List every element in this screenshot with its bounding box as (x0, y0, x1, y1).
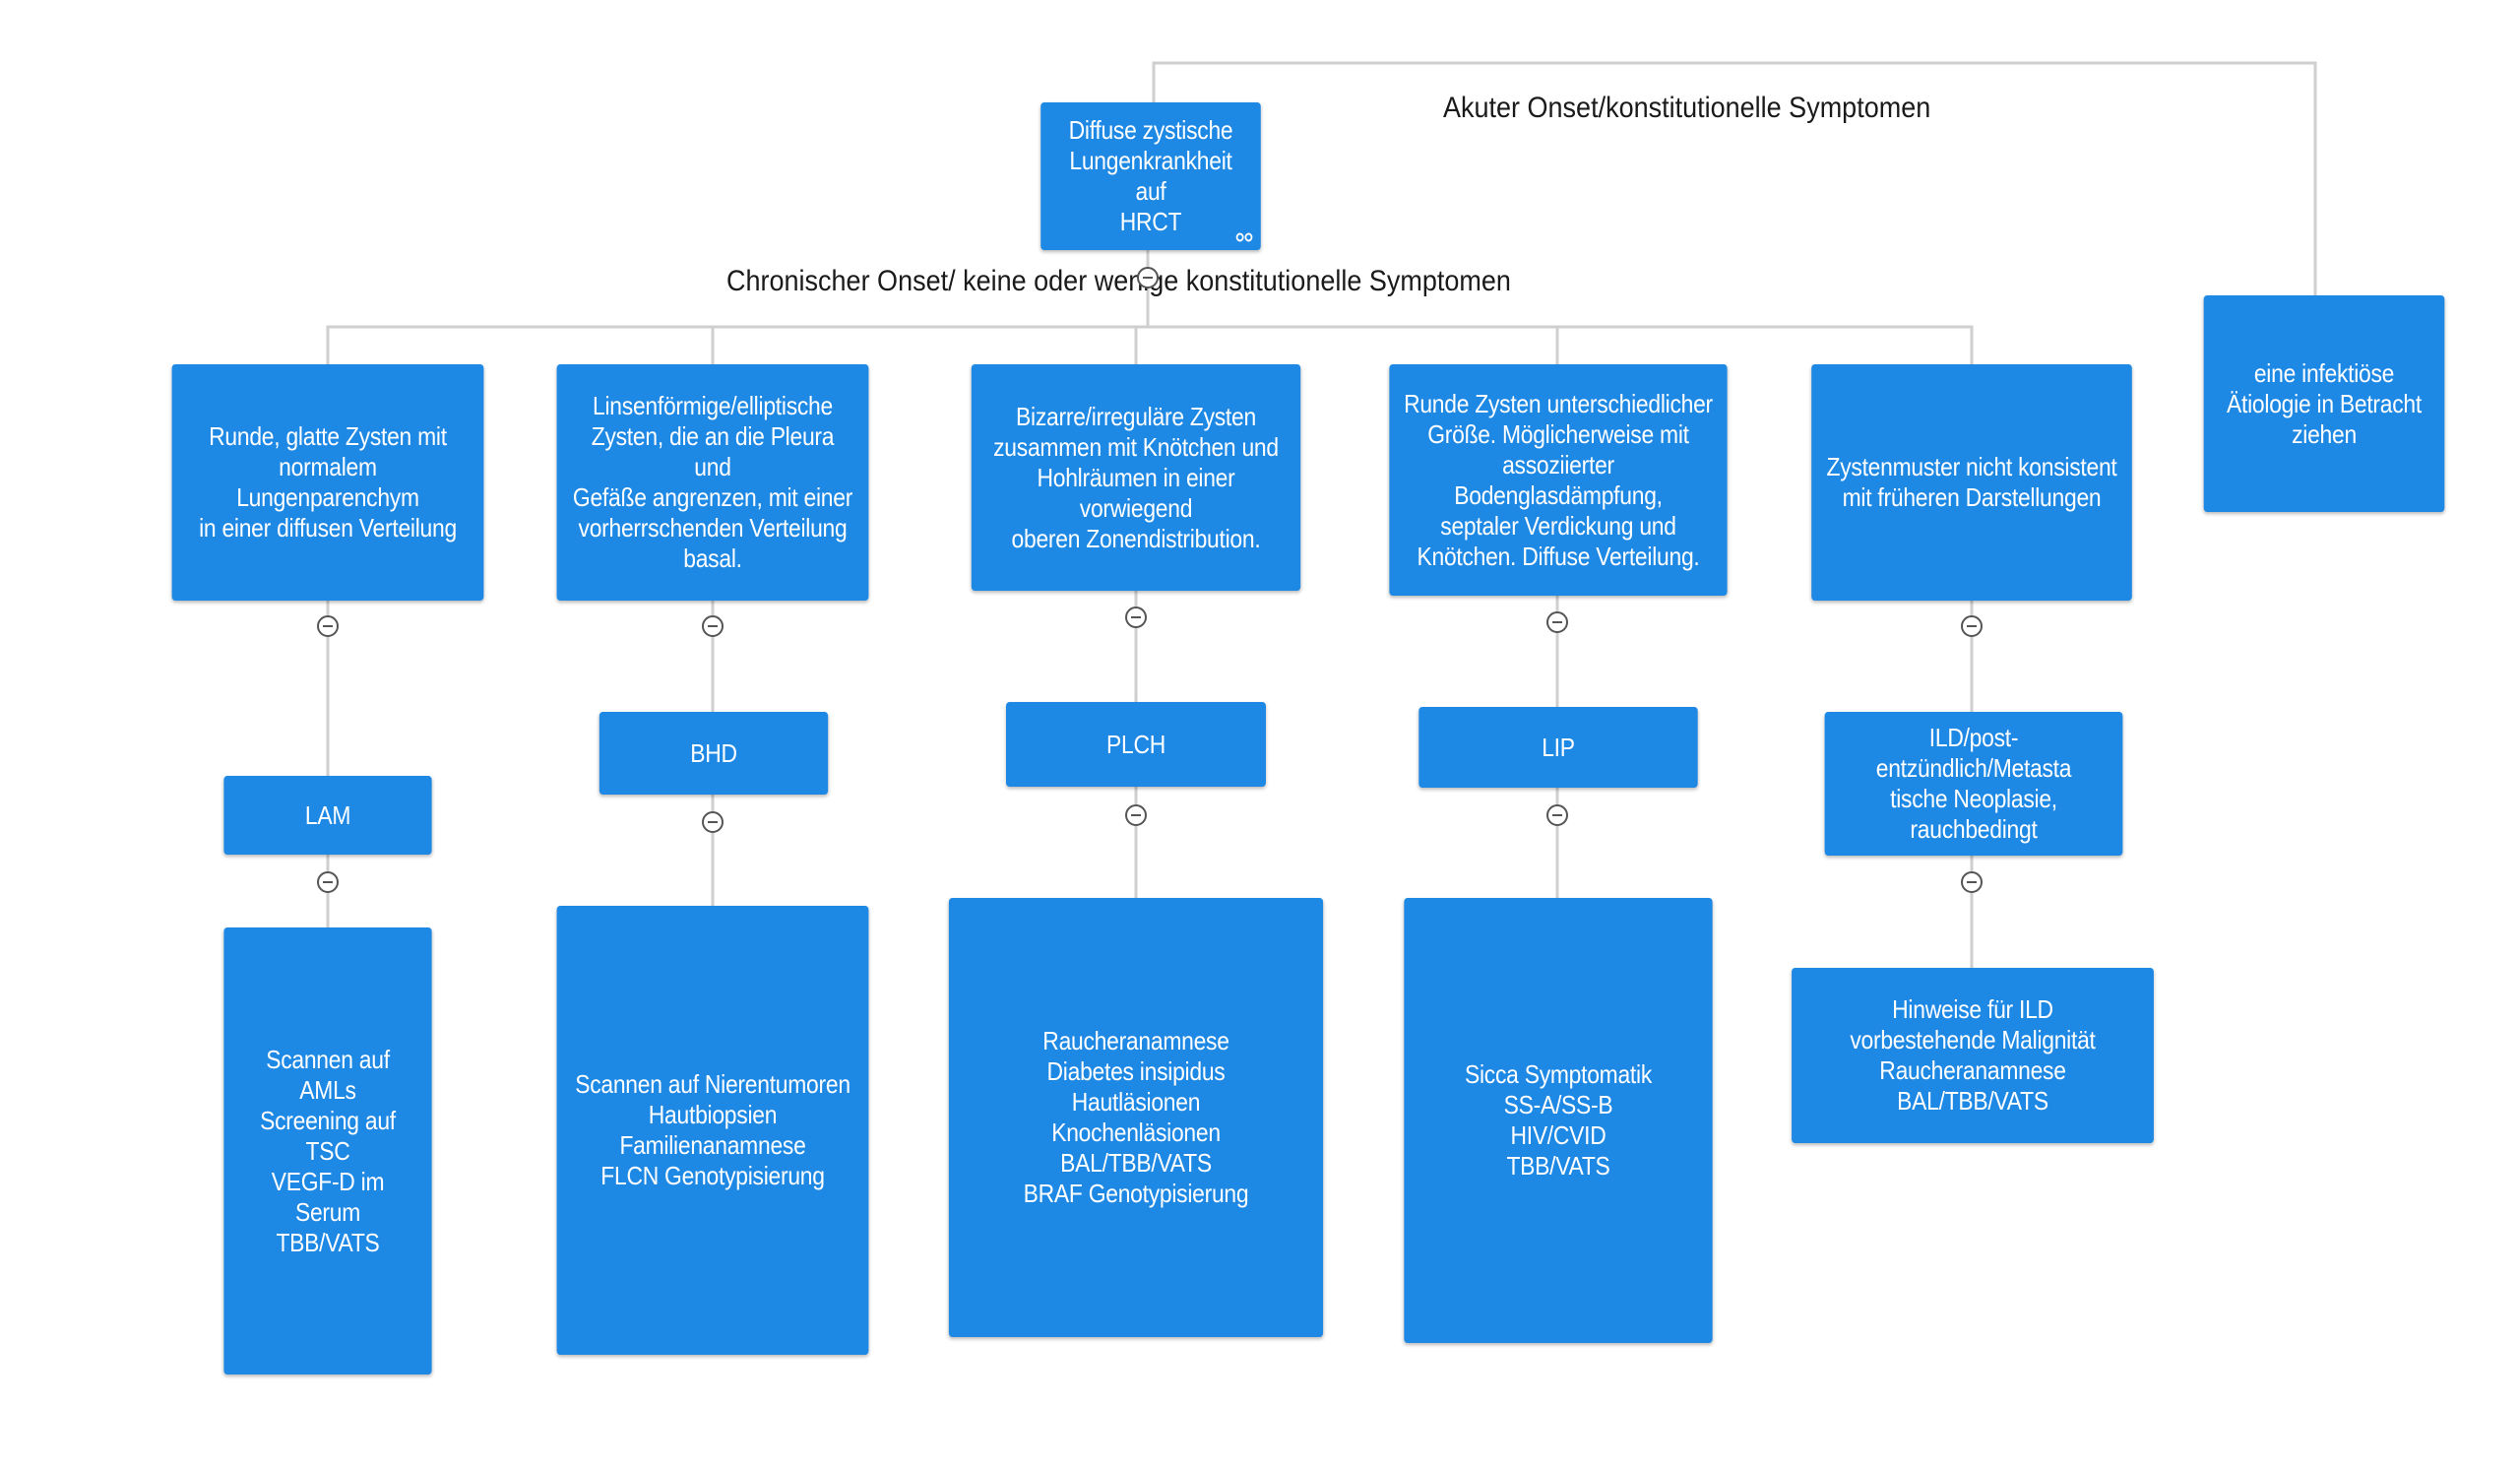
diagnosis-label-lip: LIP (1542, 732, 1575, 762)
pattern-node-5[interactable]: Zystenmuster nicht konsistent mit früher… (1811, 364, 2132, 601)
collapse-toggle-ild[interactable] (1961, 871, 1983, 893)
collapse-toggle-plch[interactable] (1125, 804, 1147, 826)
workup-node-bhd[interactable]: Scannen auf Nierentumoren Hautbiopsien F… (556, 906, 869, 1355)
pattern-label-1: Runde, glatte Zysten mit normalem Lungen… (199, 421, 457, 543)
collapse-toggle-pattern-1[interactable] (317, 615, 339, 637)
diagnosis-label-lam: LAM (304, 799, 351, 830)
workup-label-lam: Scannen auf AMLs Screening auf TSC VEGF-… (260, 1044, 396, 1257)
diagnosis-node-bhd[interactable]: BHD (598, 712, 829, 795)
collapse-toggle-lip[interactable] (1546, 804, 1568, 826)
workup-node-lip[interactable]: Sicca Symptomatik SS-A/SS-B HIV/CVID TBB… (1404, 898, 1713, 1343)
collapse-toggle-root[interactable] (1137, 267, 1159, 288)
diagnosis-label-bhd: BHD (690, 737, 737, 768)
acute-infection-node[interactable]: eine infektiöse Ätiologie in Betracht zi… (2203, 295, 2445, 512)
collapse-toggle-pattern-2[interactable] (702, 615, 724, 637)
pattern-label-5: Zystenmuster nicht konsistent mit früher… (1826, 452, 2117, 512)
collapse-toggle-pattern-4[interactable] (1546, 611, 1568, 633)
pattern-node-2[interactable]: Linsenförmige/elliptische Zysten, die an… (556, 364, 869, 601)
diagnosis-node-ild[interactable]: ILD/post-entzündlich/Metasta tische Neop… (1824, 712, 2123, 856)
root-node-label: Diffuse zystische Lungenkrankheit auf HR… (1068, 115, 1233, 236)
diagnosis-node-lam[interactable]: LAM (223, 776, 432, 855)
collapse-toggle-pattern-3[interactable] (1125, 607, 1147, 628)
pattern-label-2: Linsenförmige/elliptische Zysten, die an… (572, 391, 853, 573)
workup-node-ild[interactable]: Hinweise für ILD vorbestehende Malignitä… (1792, 968, 2154, 1143)
workup-label-bhd: Scannen auf Nierentumoren Hautbiopsien F… (575, 1069, 850, 1190)
pattern-node-4[interactable]: Runde Zysten unterschiedlicher Größe. Mö… (1389, 364, 1728, 596)
workup-label-ild: Hinweise für ILD vorbestehende Malignitä… (1850, 994, 2096, 1116)
root-node[interactable]: Diffuse zystische Lungenkrankheit auf HR… (1040, 102, 1261, 250)
workup-label-plch: Raucheranamnese Diabetes insipidus Hautl… (1023, 1026, 1249, 1208)
workup-label-lip: Sicca Symptomatik SS-A/SS-B HIV/CVID TBB… (1464, 1059, 1653, 1181)
diagnosis-label-plch: PLCH (1106, 729, 1166, 759)
pattern-label-4: Runde Zysten unterschiedlicher Größe. Mö… (1404, 388, 1713, 571)
workup-node-lam[interactable]: Scannen auf AMLs Screening auf TSC VEGF-… (223, 927, 432, 1374)
collapse-toggle-bhd[interactable] (702, 811, 724, 833)
connector-chronic-bus (326, 325, 1974, 364)
diagnosis-label-ild: ILD/post-entzündlich/Metasta tische Neop… (1875, 723, 2072, 844)
link-icon (1235, 232, 1253, 242)
pattern-label-3: Bizarre/irreguläre Zysten zusammen mit K… (993, 401, 1279, 553)
collapse-toggle-lam[interactable] (317, 871, 339, 893)
connector-root-acute (1152, 61, 2317, 295)
edge-label-chronic: Chronischer Onset/ keine oder wenige kon… (726, 265, 1511, 297)
collapse-toggle-pattern-5[interactable] (1961, 615, 1983, 637)
workup-node-plch[interactable]: Raucheranamnese Diabetes insipidus Hautl… (948, 898, 1324, 1337)
diagnosis-node-lip[interactable]: LIP (1418, 707, 1698, 788)
pattern-node-1[interactable]: Runde, glatte Zysten mit normalem Lungen… (171, 364, 484, 601)
pattern-node-3[interactable]: Bizarre/irreguläre Zysten zusammen mit K… (971, 364, 1301, 591)
acute-infection-label: eine infektiöse Ätiologie in Betracht zi… (2227, 357, 2422, 449)
edge-label-acute: Akuter Onset/konstitutionelle Symptomen (1443, 92, 1931, 124)
diagnosis-node-plch[interactable]: PLCH (1006, 702, 1266, 787)
